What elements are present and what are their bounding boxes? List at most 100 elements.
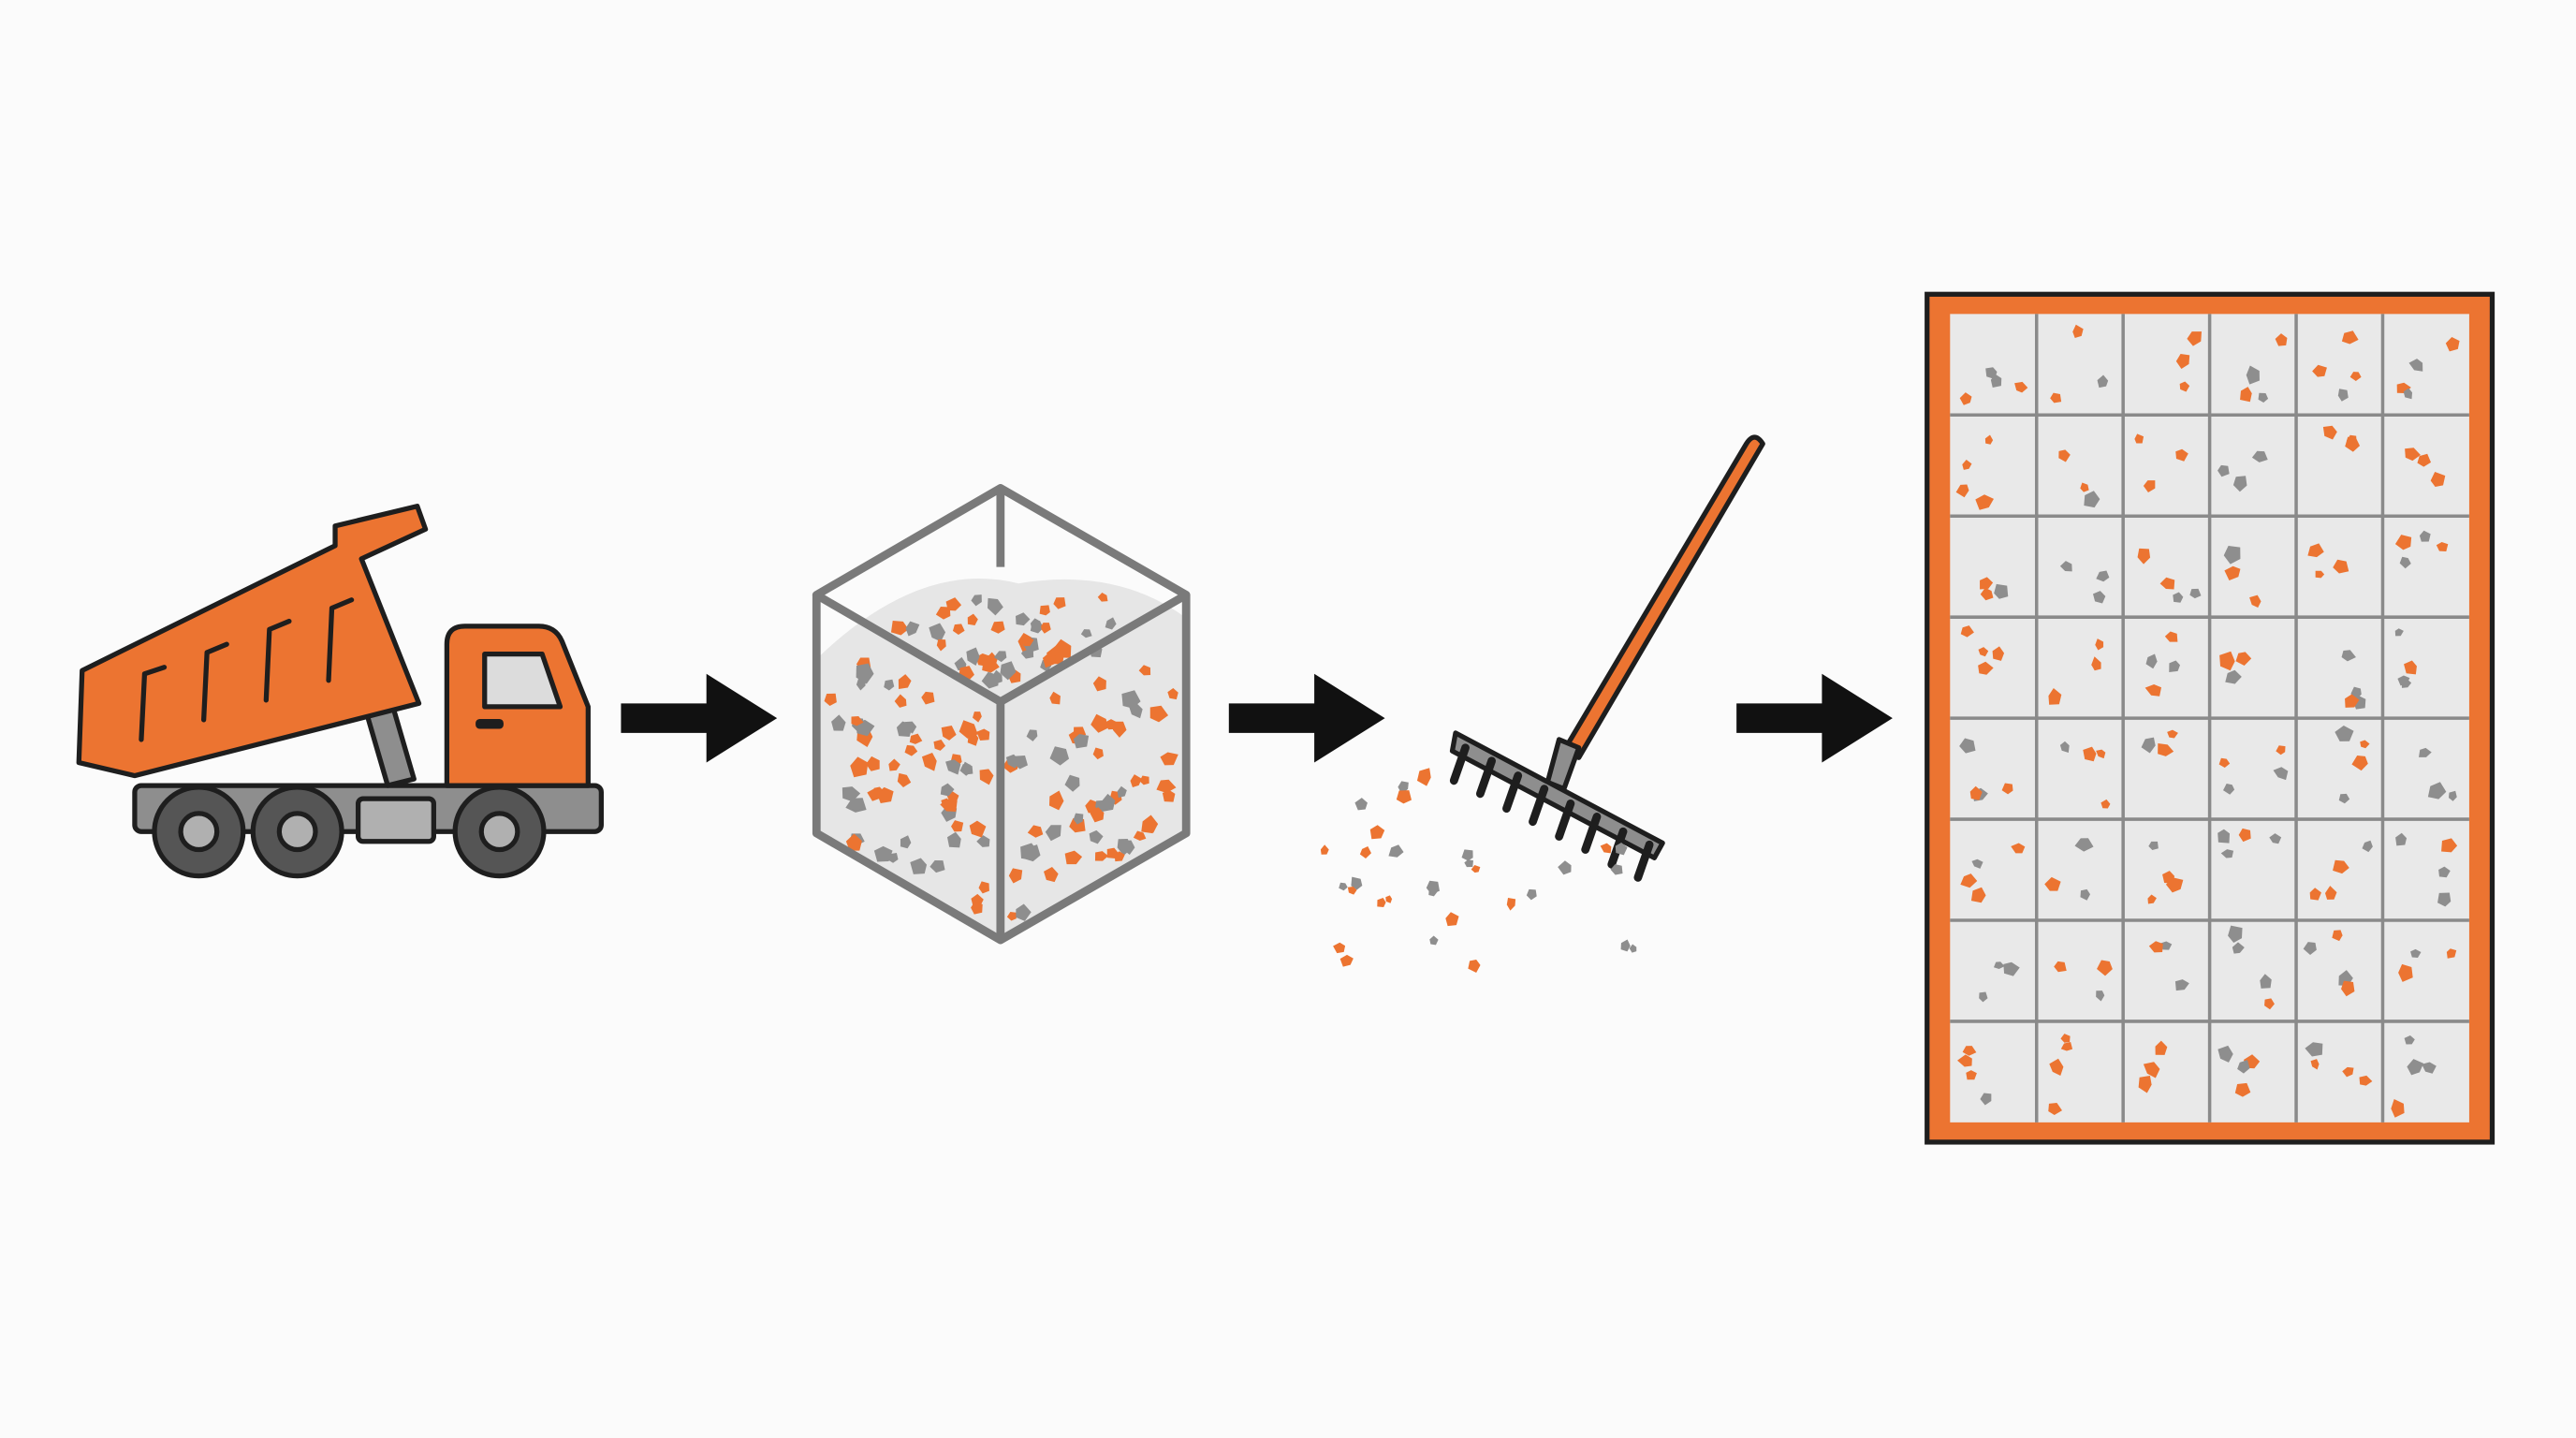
gravel-chip [1049,746,1070,766]
gravel-chip [2430,472,2446,488]
gravel-chip [966,647,980,666]
gravel-chip [1016,903,1032,921]
gravel-chip [2141,737,2156,754]
gravel-chip [1615,842,1628,856]
gravel-chip [876,786,894,804]
gravel-chip [1610,864,1623,875]
gravel-chip [2173,592,2184,603]
gravel-chip [1969,785,1983,800]
gravel-chip [1097,593,1108,602]
gravel-chip [2337,389,2349,402]
gravel-chip [1359,846,1371,859]
gravel-chip [2143,480,2156,492]
gravel-chip [2049,1058,2064,1077]
gravel-chip [1089,829,1104,844]
gravel-chip [933,739,946,751]
truck-wheel [250,785,344,879]
gravel-chip [2164,631,2178,642]
bin-frame [812,484,1191,945]
gravel-chip [842,786,861,802]
gravel-chip [2446,948,2457,959]
rake-handle [1562,434,1765,760]
gravel-chip [1957,1054,1972,1067]
gravel-chip [2240,387,2252,403]
gravel-chip [2175,354,2190,369]
bin-gravel-chips [824,593,1178,921]
gravel-chip [935,606,951,620]
gravel-chip [2217,1045,2233,1063]
gravel-chip [2246,365,2260,385]
gravel-chip [1600,843,1612,854]
gravel-chip [897,772,912,788]
gravel-chip [2059,561,2072,572]
gravel-chip [2072,324,2084,338]
gravel-chip [2169,660,2181,672]
gravel-chip [2312,364,2327,377]
gravel-chip [1978,647,1989,657]
gravel-chip [2224,565,2241,581]
gravel-chip [2441,838,2458,853]
gravel-chip [2341,650,2356,662]
gravel-chip [936,638,946,652]
gravel-chip [2162,871,2175,884]
gravel-chip [1320,844,1329,855]
gravel-chip [1105,617,1117,630]
gravel-chip [1970,887,1986,903]
gravel-chip [2219,651,2235,671]
gravel-chip [2238,828,2251,843]
gravel-chip [1045,825,1061,842]
gravel-chip [831,714,846,731]
gravel-chip [856,678,866,691]
gravel-chip [1022,635,1034,647]
gravel-chip [1048,790,1064,811]
gravel-chip [1117,785,1127,799]
gravel-chip [1008,868,1023,884]
arrow-right-icon [621,673,778,763]
gravel-chip [1049,691,1061,705]
gravel-chip [945,759,961,775]
gravel-chip [1978,661,1994,675]
gravel-chip [1416,768,1431,786]
gravel-chip [1117,838,1133,856]
gravel-chip [1429,935,1439,946]
gravel-chip [2394,628,2404,637]
gravel-chip [2011,843,2026,854]
gravel-chip [2332,930,2343,942]
truck-fuel-tank [355,796,436,844]
gravel-chip [894,694,907,708]
gravel-chip [1385,895,1393,903]
gravel-chip [2445,336,2460,352]
gravel-chip [1506,897,1516,911]
gravel-chip [1975,494,1994,510]
gravel-chip [2333,859,2349,874]
gravel-chip [976,728,990,741]
gravel-chip [2060,1034,2071,1043]
gravel-chip [2395,832,2408,846]
gravel-chip [2147,894,2157,904]
gravel-chip [2346,434,2357,445]
gravel-chip [2155,1040,2168,1055]
truck-dump-bed [76,504,429,779]
gravel-chip [2410,948,2422,959]
gravel-chip [2309,888,2321,901]
gravel-chip [2100,799,2111,809]
gravel-chip [1464,859,1473,868]
gravel-chip [2232,942,2245,954]
gravel-chip [1992,646,2005,661]
gravel-chip [2404,660,2417,675]
gravel-chip [969,820,987,838]
gravel-chip [1149,705,1169,723]
gravel-chip [2391,1098,2405,1118]
gravel-chip [2059,741,2070,753]
gravel-chip [1053,597,1066,609]
gravel-chip [1428,887,1438,897]
gravel-chip [2234,1082,2251,1097]
gravel-chip [2096,749,2106,759]
gravel-chip [1333,942,1346,954]
gravel-chip [905,621,920,637]
gravel-chip [2223,783,2235,795]
gravel-chip [1094,851,1108,861]
gravel-chip [2417,453,2432,467]
gravel-chip [2260,974,2272,989]
gravel-chip [2310,1059,2320,1070]
